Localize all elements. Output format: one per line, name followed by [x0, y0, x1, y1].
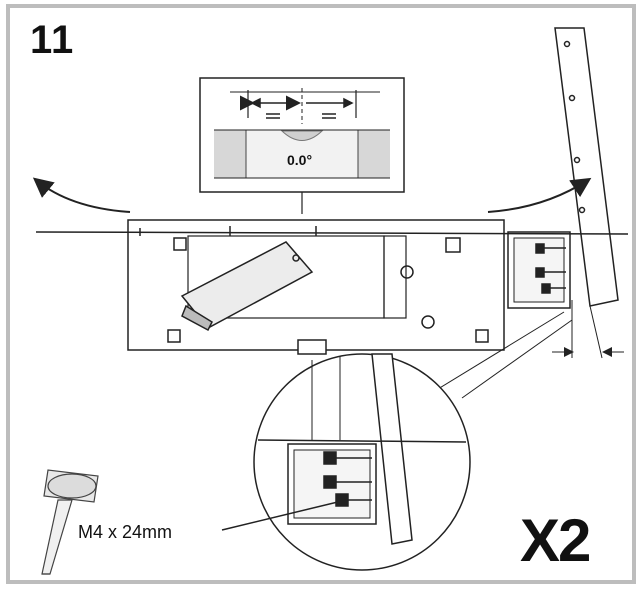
step-number: 11 — [30, 18, 75, 62]
screw-leader-line — [221, 499, 347, 531]
bracket-assembly — [127, 219, 505, 355]
screw-illustration — [41, 469, 99, 575]
zoom-callout — [253, 311, 573, 571]
level-reading: 0.0° — [287, 152, 313, 168]
quantity-label: X2 — [520, 507, 591, 574]
level-callout — [199, 77, 405, 214]
mount-bracket — [507, 231, 571, 309]
rotate-left-arrow — [32, 177, 131, 213]
level-line — [35, 231, 629, 235]
screw-spec-label: M4 x 24mm — [78, 522, 173, 542]
side-panel — [554, 27, 619, 307]
rotate-right-arrow — [487, 177, 592, 213]
angle-indicator — [552, 300, 624, 359]
